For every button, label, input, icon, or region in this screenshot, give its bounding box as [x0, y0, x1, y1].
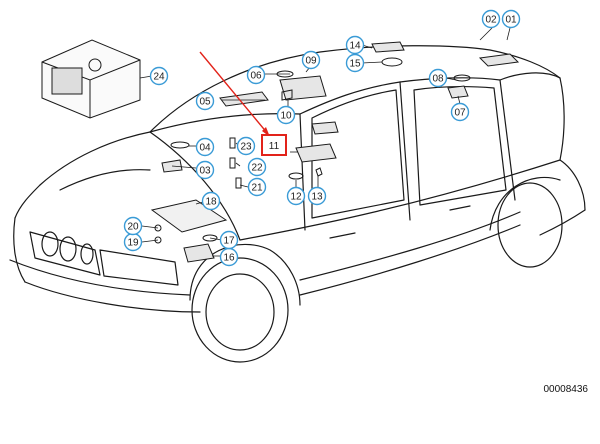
callout-ring [307, 186, 327, 206]
callout-ring [345, 53, 365, 73]
car-body [9, 45, 586, 363]
callout-02: 02 [481, 9, 501, 29]
callout-label: 14 [349, 41, 361, 52]
callout-10: 10 [276, 105, 296, 125]
highlight-box [261, 134, 287, 156]
callout-label: 08 [432, 74, 444, 85]
callout-ring [501, 9, 521, 29]
callout-label: 10 [280, 111, 292, 122]
callout-19: 19 [123, 232, 143, 252]
highlight-arrow-line [199, 51, 269, 135]
callout-ring [345, 35, 365, 55]
callout-ring [201, 191, 221, 211]
callout-17: 17 [219, 230, 239, 250]
component-parts [41, 39, 520, 263]
callout-label: 24 [153, 72, 165, 83]
callout-label: 05 [199, 97, 211, 108]
callout-ring [195, 160, 215, 180]
callout-09: 09 [301, 50, 321, 70]
callout-ring [247, 177, 267, 197]
callout-ring [149, 66, 169, 86]
callout-label: 13 [311, 192, 323, 203]
callout-label: 15 [349, 59, 361, 70]
callout-15: 15 [345, 53, 365, 73]
callout-20: 20 [123, 216, 143, 236]
callout-16: 16 [219, 247, 239, 267]
callout-06: 06 [246, 65, 266, 85]
callout-08: 08 [428, 68, 448, 88]
callouts: 01 02 03 04 05 06 07 08 09 10 12 13 14 15 16 17 18 19 20 21… [123, 9, 521, 267]
callout-label: 06 [250, 71, 262, 82]
callout-label: 16 [223, 253, 235, 264]
callout-23: 23 [236, 136, 256, 156]
callout-label: 20 [127, 222, 139, 233]
callout-ring [195, 137, 215, 157]
callout-03: 03 [195, 160, 215, 180]
callout-21: 21 [247, 177, 267, 197]
callout-ring [236, 136, 256, 156]
callout-label: 09 [305, 56, 317, 67]
callout-label: 18 [205, 197, 217, 208]
callout-14: 14 [345, 35, 365, 55]
callout-ring [219, 230, 239, 250]
callout-01: 01 [501, 9, 521, 29]
callout-ring [195, 91, 215, 111]
callout-24: 24 [149, 66, 169, 86]
reference-number: 00008436 [544, 384, 589, 395]
callout-ring [301, 50, 321, 70]
callout-ring [276, 105, 296, 125]
callout-05: 05 [195, 91, 215, 111]
callout-label: 01 [505, 15, 517, 26]
callout-ring [286, 186, 306, 206]
callout-ring [428, 68, 448, 88]
callout-label: 22 [251, 163, 263, 174]
callout-ring [450, 102, 470, 122]
callout-04: 04 [195, 137, 215, 157]
callout-ring [246, 65, 266, 85]
callout-ring [123, 216, 143, 236]
callout-13: 13 [307, 186, 327, 206]
callout-22: 22 [247, 157, 267, 177]
callout-ring [247, 157, 267, 177]
callout-ring [481, 9, 501, 29]
callout-18: 18 [201, 191, 221, 211]
callout-label: 03 [199, 166, 211, 177]
callout-label: 19 [127, 238, 139, 249]
callout-label: 04 [199, 143, 211, 154]
callout-label: 02 [485, 15, 497, 26]
callout-label: 23 [240, 142, 252, 153]
callout-label: 21 [251, 183, 263, 194]
highlight-indicator: 11 [199, 51, 287, 156]
callout-label: 07 [454, 108, 466, 119]
callout-label: 12 [290, 192, 302, 203]
callout-label: 17 [223, 236, 235, 247]
highlight-box-label: 11 [269, 141, 280, 152]
callout-07: 07 [450, 102, 470, 122]
callout-12: 12 [286, 186, 306, 206]
